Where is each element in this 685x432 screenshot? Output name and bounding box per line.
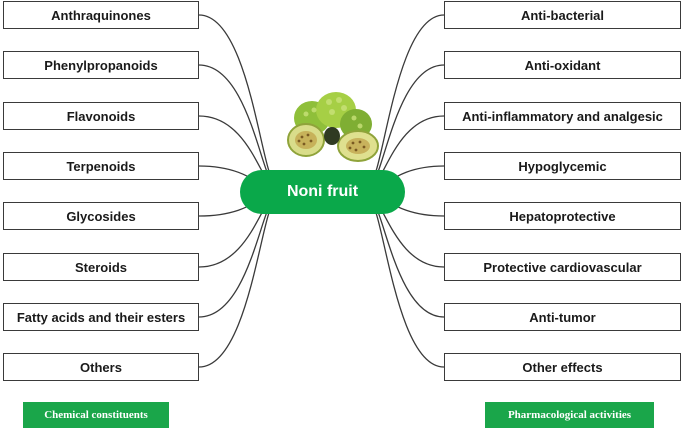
activity-box: Anti-bacterial (444, 1, 681, 29)
constituent-box: Phenylpropanoids (3, 51, 199, 79)
noni-fruit-illustration (287, 92, 379, 162)
constituent-box: Flavonoids (3, 102, 199, 130)
constituent-box: Glycosides (3, 202, 199, 230)
activity-box: Other effects (444, 353, 681, 381)
activity-box: Anti-oxidant (444, 51, 681, 79)
connector-right (369, 198, 445, 318)
category-label-pharmacological-activities: Pharmacological activities (485, 402, 654, 428)
category-label-chemical-constituents: Chemical constituents (23, 402, 169, 428)
activity-box: Hypoglycemic (444, 152, 681, 180)
constituent-box: Fatty acids and their esters (3, 303, 199, 331)
activity-box: Hepatoprotective (444, 202, 681, 230)
activity-box: Protective cardiovascular (444, 253, 681, 281)
connector-left (198, 198, 276, 318)
constituent-box: Anthraquinones (3, 1, 199, 29)
constituent-box: Terpenoids (3, 152, 199, 180)
constituent-box: Steroids (3, 253, 199, 281)
activity-box: Anti-tumor (444, 303, 681, 331)
activity-box: Anti-inflammatory and analgesic (444, 102, 681, 130)
connector-left (198, 201, 276, 368)
center-node-noni-fruit: Noni fruit (240, 170, 405, 214)
connector-left (198, 14, 276, 183)
connector-right (369, 201, 445, 368)
constituent-box: Others (3, 353, 199, 381)
